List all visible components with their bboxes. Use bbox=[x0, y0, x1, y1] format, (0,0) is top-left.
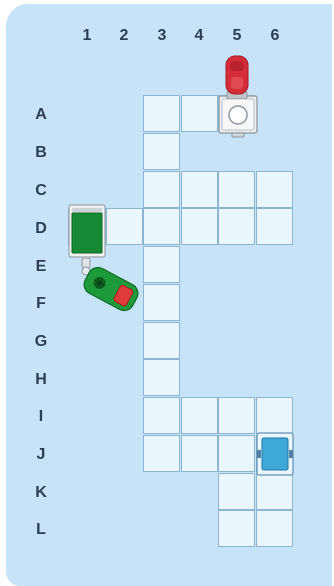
row-label-j: J bbox=[31, 446, 51, 464]
column-label-2: 2 bbox=[113, 27, 135, 45]
cell-h3[interactable] bbox=[143, 359, 180, 396]
row-label-k: K bbox=[31, 484, 51, 502]
cell-i5[interactable] bbox=[218, 397, 255, 434]
green-block[interactable] bbox=[68, 204, 106, 260]
gray-platform[interactable] bbox=[218, 95, 258, 139]
cell-c5[interactable] bbox=[218, 171, 255, 208]
row-label-e: E bbox=[31, 258, 51, 276]
cell-k5[interactable] bbox=[218, 473, 255, 510]
column-label-1: 1 bbox=[76, 27, 98, 45]
row-label-a: A bbox=[31, 106, 51, 124]
cell-l5[interactable] bbox=[218, 510, 255, 547]
cell-c4[interactable] bbox=[181, 171, 218, 208]
column-label-6: 6 bbox=[264, 27, 286, 45]
cell-i3[interactable] bbox=[143, 397, 180, 434]
column-label-3: 3 bbox=[151, 27, 173, 45]
cell-i6[interactable] bbox=[256, 397, 293, 434]
cell-k6[interactable] bbox=[256, 473, 293, 510]
red-car[interactable] bbox=[225, 55, 249, 99]
cell-d6[interactable] bbox=[256, 208, 293, 245]
cell-j3[interactable] bbox=[143, 435, 180, 472]
cell-i4[interactable] bbox=[181, 397, 218, 434]
cell-e3[interactable] bbox=[143, 246, 180, 283]
row-label-i: I bbox=[31, 408, 51, 426]
cell-d3[interactable] bbox=[143, 208, 180, 245]
row-label-l: L bbox=[31, 521, 51, 539]
cell-d4[interactable] bbox=[181, 208, 218, 245]
row-label-g: G bbox=[31, 333, 51, 351]
cell-d5[interactable] bbox=[218, 208, 255, 245]
cell-f3[interactable] bbox=[143, 284, 180, 321]
cell-c6[interactable] bbox=[256, 171, 293, 208]
column-label-4: 4 bbox=[188, 27, 210, 45]
row-label-c: C bbox=[31, 182, 51, 200]
cell-a3[interactable] bbox=[143, 95, 180, 132]
cell-j4[interactable] bbox=[181, 435, 218, 472]
blue-block[interactable] bbox=[256, 432, 294, 476]
cell-a4[interactable] bbox=[181, 95, 218, 132]
cell-g3[interactable] bbox=[143, 322, 180, 359]
row-label-d: D bbox=[31, 220, 51, 238]
column-label-5: 5 bbox=[226, 27, 248, 45]
row-label-h: H bbox=[31, 371, 51, 389]
cell-c3[interactable] bbox=[143, 171, 180, 208]
row-label-b: B bbox=[31, 144, 51, 162]
row-label-f: F bbox=[31, 295, 51, 313]
cell-b3[interactable] bbox=[143, 133, 180, 170]
cell-d2[interactable] bbox=[106, 208, 143, 245]
green-car[interactable] bbox=[78, 264, 144, 314]
cell-j5[interactable] bbox=[218, 435, 255, 472]
cell-l6[interactable] bbox=[256, 510, 293, 547]
